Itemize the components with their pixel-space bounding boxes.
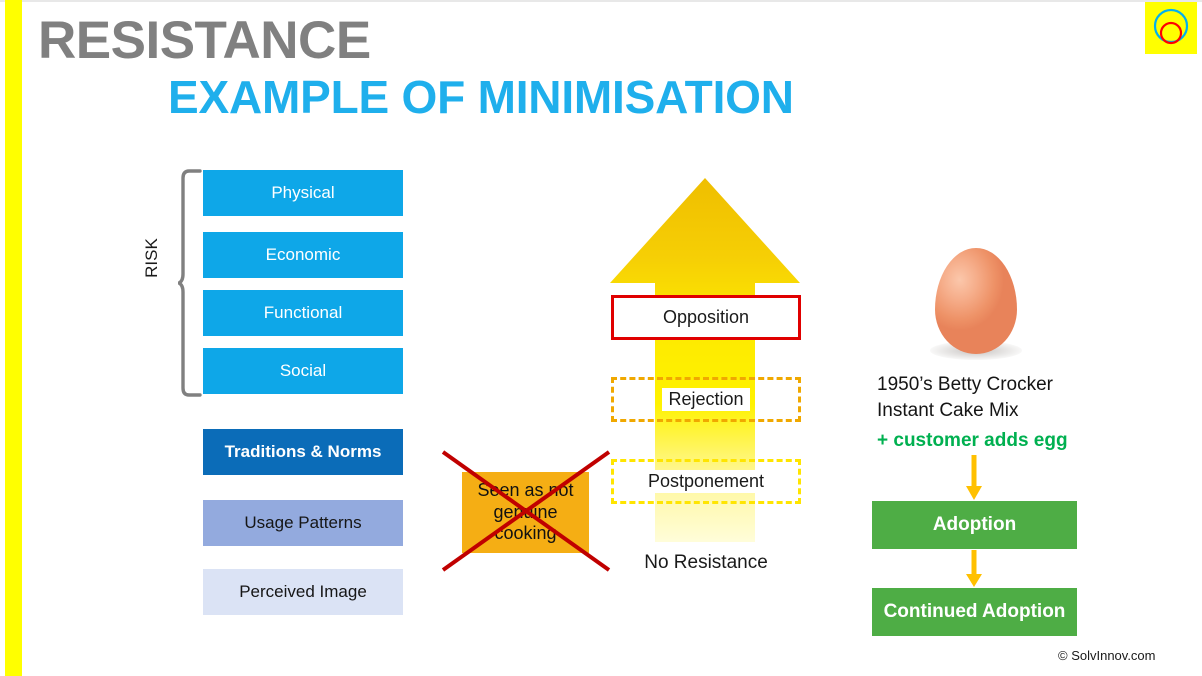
norm-box-usage-patterns[interactable]: Usage Patterns: [203, 500, 403, 546]
risk-box-label: Functional: [263, 302, 343, 322]
risk-brace: [177, 168, 202, 398]
stage-label: Rejection: [662, 388, 750, 411]
stage-box-opposition[interactable]: Opposition: [611, 295, 801, 340]
down-arrow-icon: [966, 550, 982, 587]
risk-box-label: Physical: [271, 182, 335, 202]
risk-group-label: RISK: [142, 238, 161, 278]
norm-box-label: Usage Patterns: [244, 512, 362, 532]
top-divider: [0, 0, 1202, 2]
solvinnov-logo[interactable]: [1145, 2, 1197, 54]
outcome-label: Continued Adoption: [883, 601, 1066, 622]
egg-icon: [935, 248, 1017, 354]
page-subtitle: EXAMPLE OF MINIMISATION: [168, 71, 794, 123]
outcome-box-continued-adoption[interactable]: Continued Adoption: [872, 588, 1077, 636]
crossed-out-box[interactable]: Seen as not genuine cooking: [462, 472, 589, 553]
logo-circles-icon: [1153, 8, 1189, 45]
no-resistance-label: No Resistance: [644, 552, 768, 573]
norm-box-label: Perceived Image: [239, 581, 367, 601]
outcome-box-adoption[interactable]: Adoption: [872, 501, 1077, 549]
case-study-line-3: + customer adds egg: [877, 430, 1068, 451]
stage-box-rejection[interactable]: Rejection: [611, 377, 801, 422]
page-title: RESISTANCE: [38, 11, 371, 70]
stage-label: Postponement: [641, 470, 771, 493]
left-yellow-stripe: [5, 0, 22, 676]
risk-box-functional[interactable]: Functional: [203, 290, 403, 336]
risk-box-label: Economic: [265, 244, 341, 264]
norm-box-traditions-and-norms[interactable]: Traditions & Norms: [203, 429, 403, 475]
case-study-line-1: 1950’s Betty Crocker: [877, 374, 1054, 395]
curly-brace-icon: [177, 169, 202, 397]
risk-box-label: Social: [279, 360, 327, 380]
norm-box-perceived-image[interactable]: Perceived Image: [203, 569, 403, 615]
norm-box-label: Traditions & Norms: [224, 441, 382, 461]
up-arrow-icon: [610, 178, 800, 542]
outcome-label: Adoption: [932, 514, 1017, 535]
resistance-arrow: [600, 172, 810, 547]
case-study-line-2: Instant Cake Mix: [877, 400, 1019, 421]
copyright-footer: © SolvInnov.com: [1058, 648, 1156, 663]
risk-box-social[interactable]: Social: [203, 348, 403, 394]
stage-label: Opposition: [662, 307, 750, 327]
crossed-out-label: Seen as not genuine cooking: [477, 479, 574, 544]
down-arrow-icon: [966, 455, 982, 500]
stage-box-postponement[interactable]: Postponement: [611, 459, 801, 504]
risk-box-physical[interactable]: Physical: [203, 170, 403, 216]
risk-box-economic[interactable]: Economic: [203, 232, 403, 278]
